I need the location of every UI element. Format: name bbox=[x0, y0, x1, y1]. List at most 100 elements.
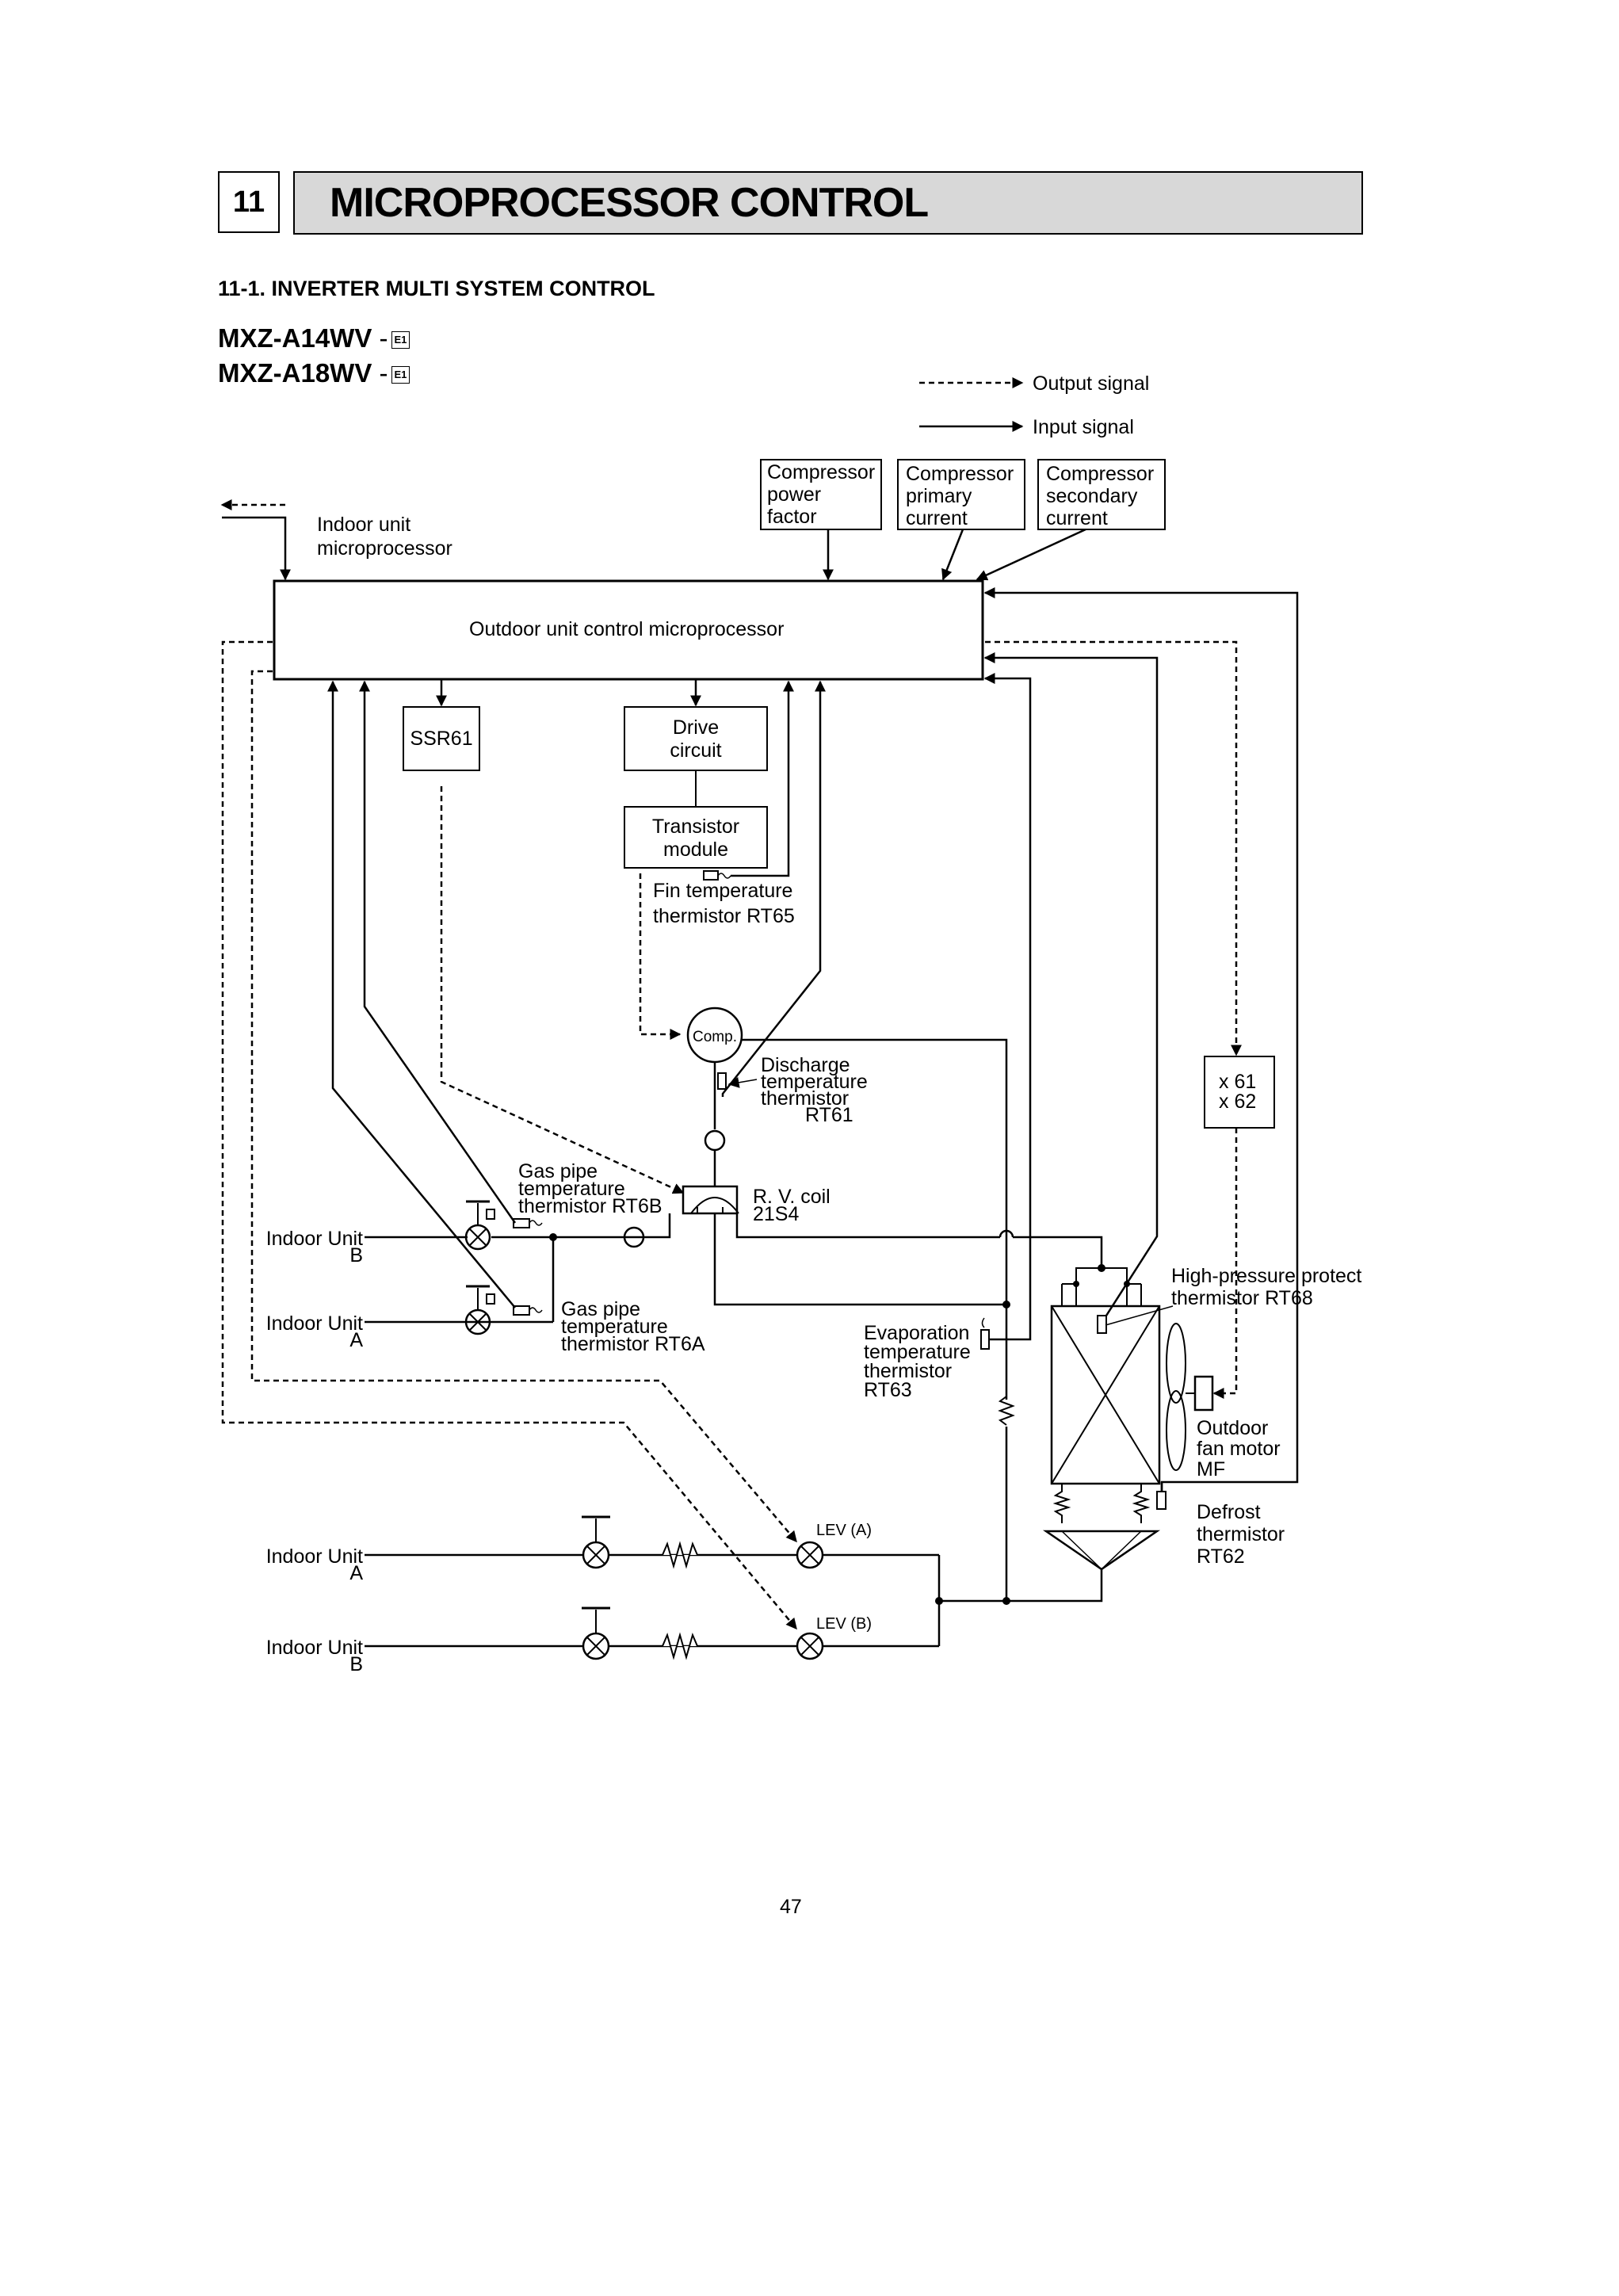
primary-current-signal bbox=[941, 529, 964, 581]
indoor-micro-label-1: Indoor unit bbox=[317, 514, 410, 536]
comp-secondary-label-2: secondary bbox=[1046, 485, 1138, 507]
rv-suction-return bbox=[713, 1213, 1006, 1306]
secondary-current-signal bbox=[976, 528, 1086, 581]
fin-thermistor-signal bbox=[731, 680, 794, 877]
comp-label: Comp. bbox=[693, 1029, 737, 1045]
lev-a-label: LEV (A) bbox=[816, 1522, 872, 1539]
drive-label-1: Drive bbox=[673, 716, 719, 739]
distributor bbox=[1042, 1530, 1161, 1571]
transistor-label-2: module bbox=[663, 839, 728, 861]
defrost-label-2: thermistor bbox=[1197, 1523, 1285, 1545]
fan-label-2: fan motor bbox=[1197, 1438, 1281, 1460]
gas-pipe-thermistor-a bbox=[513, 1305, 530, 1316]
compressor-power-factor-box bbox=[760, 459, 882, 530]
model-badge: E1 bbox=[391, 331, 410, 350]
gas-b-label-2: temperature bbox=[518, 1178, 625, 1200]
relays-label-1: x 61 bbox=[1219, 1071, 1256, 1093]
defrost-thermistor-signal bbox=[983, 587, 1299, 1492]
rv-label-2: 21S4 bbox=[753, 1203, 799, 1225]
rv-label-1: R. V. coil bbox=[753, 1186, 831, 1208]
ssr61-box bbox=[403, 706, 480, 771]
model-suffix: - bbox=[379, 358, 388, 388]
fan-blade-lower bbox=[1166, 1390, 1186, 1471]
section-title: MICROPROCESSOR CONTROL bbox=[293, 171, 1363, 235]
indoor-b-top-label-1: Indoor Unit bbox=[266, 1228, 363, 1250]
transistor-label-1: Transistor bbox=[652, 816, 739, 838]
ssr-to-rv-coil bbox=[440, 786, 685, 1194]
evaporation-thermistor-signal bbox=[983, 673, 1032, 872]
compressor-secondary-current-box bbox=[1037, 459, 1166, 530]
indoor-a-bottom-label-1: Indoor Unit bbox=[266, 1545, 363, 1568]
indoor-b-top-label-2: B bbox=[349, 1244, 363, 1266]
discharge-label-2: temperature bbox=[761, 1071, 868, 1093]
comp-secondary-label-3: current bbox=[1046, 507, 1108, 529]
hx-capillary-right bbox=[1132, 1484, 1151, 1523]
rv-internal-path bbox=[690, 1197, 739, 1214]
legend-output-label: Output signal bbox=[1033, 372, 1149, 395]
lev-b-label: LEV (B) bbox=[816, 1615, 872, 1633]
pipe-crossover bbox=[999, 1229, 1014, 1238]
gas-pipe-to-rv bbox=[491, 1213, 671, 1239]
page-number: 47 bbox=[780, 1896, 802, 1918]
discharge-label-3: thermistor bbox=[761, 1087, 849, 1110]
model-line-1: MXZ-A14WV -E1 bbox=[218, 323, 410, 353]
defrost-thermistor-element bbox=[1156, 1491, 1167, 1510]
evap-label-2: temperature bbox=[864, 1341, 971, 1363]
fin-label-1: Fin temperature bbox=[653, 880, 792, 902]
discharge-label-4: RT61 bbox=[805, 1104, 853, 1126]
hx-capillary-left bbox=[1052, 1484, 1071, 1523]
hp-label-1: High-pressure protect bbox=[1171, 1265, 1361, 1287]
rv-to-outdoor-coil bbox=[735, 1213, 1000, 1239]
fin-label-2: thermistor RT65 bbox=[653, 905, 795, 927]
gas-pipe-b-signal bbox=[359, 680, 517, 1224]
section-number: 11 bbox=[218, 171, 280, 233]
capillary-right bbox=[998, 1396, 1015, 1426]
ssr-label: SSR61 bbox=[410, 728, 472, 750]
relay-output-signal bbox=[985, 640, 1242, 1056]
fan-label-1: Outdoor bbox=[1197, 1417, 1268, 1439]
reversing-valve bbox=[682, 1185, 739, 1215]
indoor-a-top-label-2: A bbox=[349, 1329, 363, 1351]
lev-b-signal bbox=[221, 640, 797, 1630]
capillary-a bbox=[662, 1541, 698, 1569]
evap-label-3: thermistor bbox=[864, 1360, 952, 1382]
capillary-b bbox=[662, 1632, 698, 1660]
input-from-indoor-micro bbox=[222, 516, 291, 581]
gas-b-label-3: thermistor RT6B bbox=[518, 1195, 662, 1217]
high-pressure-signal bbox=[983, 652, 1159, 1316]
gas-b-label-1: Gas pipe bbox=[518, 1160, 598, 1182]
subsection-title: 11-1. INVERTER MULTI SYSTEM CONTROL bbox=[218, 277, 655, 300]
gas-a-label-1: Gas pipe bbox=[561, 1298, 640, 1320]
defrost-label-3: RT62 bbox=[1197, 1545, 1245, 1568]
fan-motor-box bbox=[1193, 1375, 1214, 1412]
outdoor-microprocessor-box bbox=[273, 579, 984, 681]
accumulator-symbol bbox=[704, 1129, 726, 1152]
relays-label-2: x 62 bbox=[1219, 1091, 1256, 1113]
evap-label-1: Evaporation bbox=[864, 1322, 969, 1344]
gas-a-label-2: temperature bbox=[561, 1316, 668, 1338]
legend-input-label: Input signal bbox=[1033, 416, 1134, 438]
model-name: MXZ-A18WV bbox=[218, 358, 372, 388]
lev-a-signal bbox=[250, 670, 797, 1543]
fan-blade-upper bbox=[1166, 1323, 1186, 1404]
compressor-primary-current-box bbox=[897, 459, 1025, 530]
discharge-thermistor-pointer bbox=[727, 1076, 758, 1088]
pipe-to-heat-exchanger bbox=[1013, 1236, 1103, 1268]
gas-pipe-thermistor-b bbox=[513, 1218, 530, 1228]
comp-pf-label-1: Compressor bbox=[767, 461, 875, 483]
indoor-b-bottom-label-2: B bbox=[349, 1653, 363, 1675]
outdoor-micro-label: Outdoor unit control microprocessor bbox=[469, 618, 784, 640]
indoor-a-top-label-1: Indoor Unit bbox=[266, 1312, 363, 1335]
model-name: MXZ-A14WV bbox=[218, 323, 372, 353]
discharge-thermistor-element bbox=[717, 1072, 727, 1090]
comp-secondary-label-1: Compressor bbox=[1046, 463, 1154, 485]
fan-label-3: MF bbox=[1197, 1458, 1225, 1480]
indoor-micro-label-2: microprocessor bbox=[317, 537, 452, 560]
high-pressure-thermistor-element bbox=[1097, 1315, 1107, 1334]
fin-thermistor-wire bbox=[717, 873, 731, 879]
evaporation-thermistor-element bbox=[980, 1329, 990, 1350]
evap-label-4: RT63 bbox=[864, 1379, 912, 1401]
indoor-a-bottom-label-2: A bbox=[349, 1562, 363, 1584]
relays-box bbox=[1204, 1056, 1275, 1129]
